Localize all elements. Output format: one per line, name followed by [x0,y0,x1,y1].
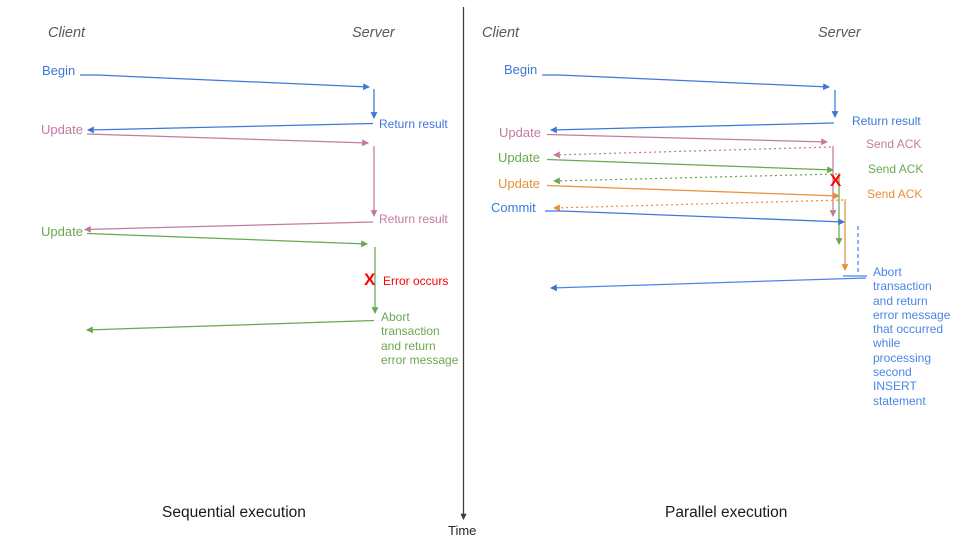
seq-server-header: Server [352,25,395,41]
par-update1-request-arrow [546,133,829,146]
par-begin-label: Begin [504,62,538,77]
seq-begin-request-arrow [80,74,371,91]
par-update2-label: Update [498,150,540,165]
seq-return-result2-arrow [83,221,374,233]
par-return-result-label: Return result [852,114,921,128]
seq-return-result1-label: Return result [379,117,448,131]
par-begin-request-arrow [542,74,831,91]
seq-error-occurs-label: Error occurs [383,274,449,288]
par-error-x-mark: X [830,171,842,190]
par-send-ack3-label: Send ACK [867,187,923,201]
seq-begin-label: Begin [42,63,76,78]
par-send-ack1-label: Send ACK [866,137,922,151]
seq-update1-label: Update [41,122,83,137]
par-update3-request-arrow [546,184,841,200]
par-panel-title: Parallel execution [665,504,788,521]
par-update3-label: Update [498,176,540,191]
par-update1-label: Update [499,125,541,140]
par-send-ack2-arrow [552,173,838,185]
par-send-ack3-arrow [552,199,844,212]
time-axis-label: Time [448,523,477,538]
par-commit-request-arrow [545,210,846,226]
par-return-result-arrow [549,122,835,134]
par-commit-label: Commit [491,200,536,215]
seq-update2-label: Update [41,224,83,239]
seq-abort-note: Abort transaction and return error messa… [381,310,459,367]
seq-update2-request-arrow [86,232,369,248]
seq-update1-request-arrow [86,133,370,147]
par-abort-response-arrow [549,277,867,292]
seq-abort-response-arrow [85,319,375,334]
seq-panel-title: Sequential execution [162,504,306,521]
par-client-header: Client [482,25,520,41]
seq-client-header: Client [48,25,86,41]
par-server-header: Server [818,25,861,41]
par-update2-request-arrow [546,158,835,174]
par-send-ack1-arrow [552,146,832,159]
seq-return-result1-arrow [86,122,374,134]
seq-error-x-mark: X [364,270,376,289]
seq-return-result2-label: Return result [379,212,448,226]
par-send-ack2-label: Send ACK [868,162,924,176]
par-abort-note: Abort transaction and return error messa… [873,265,951,408]
